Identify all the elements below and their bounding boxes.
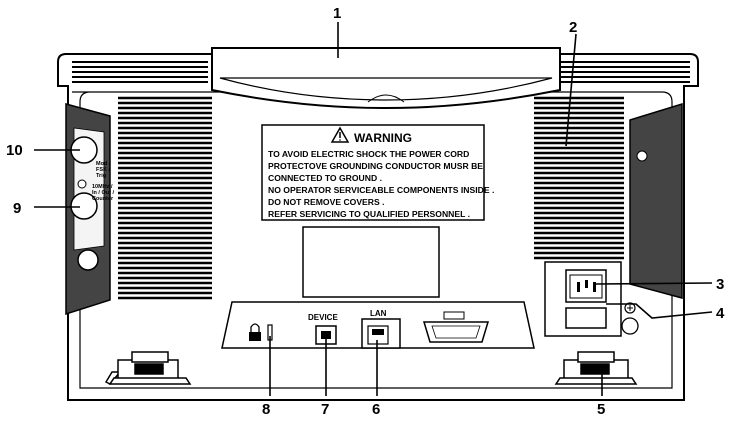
top-left-vent <box>72 61 208 83</box>
handle-notch <box>367 94 405 103</box>
top-right-vent <box>560 61 690 83</box>
left-side-vent <box>118 96 212 300</box>
chassis-inner-outline <box>72 91 673 389</box>
callout-9: 9 <box>13 200 21 217</box>
blank-label-area <box>302 226 440 298</box>
warning-line-6: REFER SERVICING TO QUALIFIED PERSONNEL . <box>268 209 470 219</box>
warning-line-2: PROTECTOVE GROUNDING CONDUCTOR MUSR BE <box>268 161 483 171</box>
callout-1: 1 <box>333 5 341 22</box>
inlet-pin-left <box>577 282 580 292</box>
lan-port-label: LAN <box>370 309 387 318</box>
vga-label-icon <box>443 311 465 320</box>
warning-line-5: DO NOT REMOVE COVERS . <box>268 197 385 207</box>
mod-jack-label-2: FSK / <box>96 167 111 173</box>
vga-port-inner <box>431 325 481 339</box>
callout-leaders <box>34 22 713 396</box>
callout-6: 6 <box>372 401 380 418</box>
counter-jack-label-2: In / Out / <box>92 190 114 196</box>
10mhz-counter-bnc-jack <box>70 192 98 220</box>
left-panel-small-hole <box>77 179 87 189</box>
callout-3: 3 <box>716 276 724 293</box>
fuse-holder <box>565 307 607 329</box>
right-side-vent <box>534 96 624 260</box>
warning-triangle-icon <box>330 126 350 143</box>
callout-4: 4 <box>716 305 725 322</box>
left-panel-screw <box>77 249 99 271</box>
warning-line-3: CONNECTED TO GROUND . <box>268 173 382 183</box>
handle-inner <box>219 77 553 101</box>
inlet-pin-right <box>593 282 596 292</box>
warning-line-1: TO AVOID ELECTRIC SHOCK THE POWER CORD <box>268 149 469 159</box>
counter-jack-label-3: Counter <box>92 196 114 202</box>
mod-jack-label-1: Mod / <box>96 161 111 167</box>
vga-port <box>422 321 490 343</box>
warning-title: WARNING <box>354 131 412 145</box>
right-foot-stand <box>554 351 638 385</box>
mod-jack-label-3: Trig <box>96 173 106 179</box>
ground-terminal <box>621 317 639 335</box>
warning-label <box>261 124 485 221</box>
device-port-label: DEVICE <box>308 313 338 322</box>
callout-5: 5 <box>597 401 605 418</box>
right-side-panel <box>629 102 683 299</box>
lan-port-contacts <box>372 329 384 335</box>
warning-line-4: NO OPERATOR SERVICEABLE COMPONENTS INSID… <box>268 185 494 195</box>
ground-symbol-icon <box>624 302 636 314</box>
callout-10: 10 <box>6 142 23 159</box>
callout-7: 7 <box>321 401 329 418</box>
inlet-pin-center <box>585 280 588 288</box>
counter-jack-label-1: 10MHz / <box>92 184 113 190</box>
left-foot-stand <box>104 351 192 385</box>
right-panel-screw <box>636 150 648 162</box>
callout-2: 2 <box>569 19 577 36</box>
kensington-lock-icon <box>249 323 261 341</box>
callout-8: 8 <box>262 401 270 418</box>
